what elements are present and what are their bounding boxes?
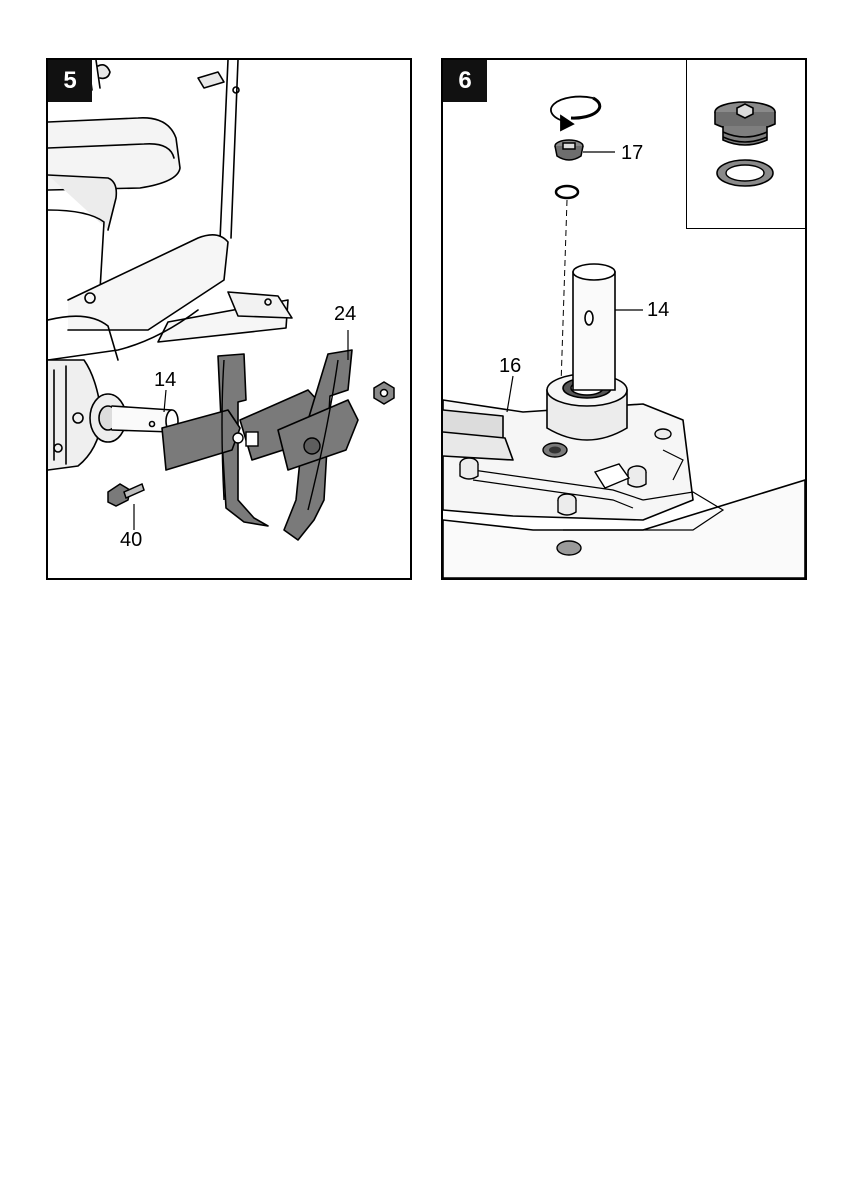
tiller-assembly-illustration: 24 14 40	[48, 60, 410, 578]
callout-shaft-14: 14	[154, 369, 176, 391]
sealing-ring-icon	[717, 160, 773, 186]
figure-6-panel: 6	[441, 58, 807, 580]
figure-5-panel: 5	[46, 58, 412, 580]
oil-plug-icon	[715, 102, 775, 145]
detail-inset	[686, 60, 805, 229]
callout-blade-24: 24	[334, 303, 356, 325]
rotation-arrow-icon	[551, 97, 600, 130]
step-badge-6: 6	[443, 60, 487, 102]
callout-bolt-40: 40	[120, 529, 142, 551]
callout-shaft-14: 14	[647, 299, 669, 321]
step-badge-5: 5	[48, 60, 92, 102]
callout-housing-16: 16	[499, 355, 521, 377]
callout-plug-17: 17	[621, 142, 643, 164]
